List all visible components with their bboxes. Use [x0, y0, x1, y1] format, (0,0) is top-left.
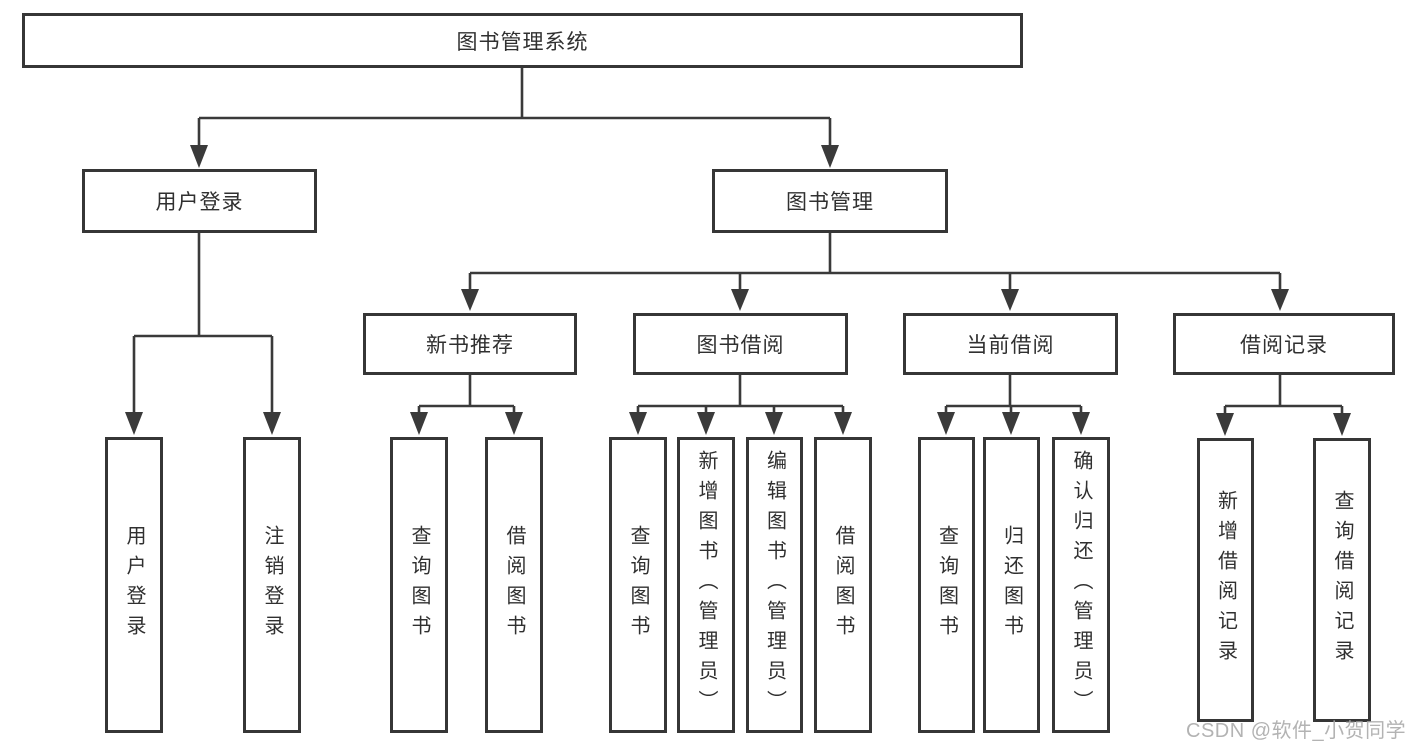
node-current-borrowing: 当前借阅	[903, 313, 1118, 375]
leaf-query-books-current: 查询图书	[918, 437, 975, 733]
connector-borrowing-records-children	[1216, 375, 1351, 436]
node-borrowing-records: 借阅记录	[1173, 313, 1395, 375]
arrow-head	[697, 412, 715, 435]
connector-root-to-level2	[190, 68, 839, 168]
node-label: 注销登录	[261, 525, 283, 645]
node-book-borrowing: 图书借阅	[633, 313, 848, 375]
leaf-logout: 注销登录	[243, 437, 301, 733]
leaf-edit-books-admin: 编辑图书（管理员）	[746, 437, 803, 733]
node-book-management: 图书管理	[712, 169, 948, 233]
node-label: 图书管理系统	[456, 30, 589, 54]
node-label: 借阅记录	[1240, 334, 1328, 357]
node-new-book-recommend: 新书推荐	[363, 313, 577, 375]
leaf-return-books: 归还图书	[983, 437, 1040, 733]
arrow-head	[263, 412, 281, 435]
leaf-add-books-admin: 新增图书（管理员）	[677, 437, 735, 733]
leaf-query-books-borrow: 查询图书	[609, 437, 667, 733]
arrow-head	[125, 412, 143, 435]
arrow-head	[410, 412, 428, 435]
node-label: 确认归还（管理员）	[1070, 450, 1092, 720]
arrow-head	[937, 412, 955, 435]
node-user-login: 用户登录	[82, 169, 317, 233]
leaf-query-borrow-record: 查询借阅记录	[1313, 438, 1371, 722]
node-label: 查询图书	[627, 525, 649, 645]
arrow-head	[190, 145, 208, 168]
node-label: 借阅图书	[832, 525, 854, 645]
connector-current-borrowing-children	[937, 375, 1090, 435]
arrow-head	[834, 412, 852, 435]
node-label: 用户登录	[123, 525, 145, 645]
node-label: 归还图书	[1000, 525, 1023, 645]
leaf-user-login: 用户登录	[105, 437, 163, 733]
leaf-borrow-books-recommend: 借阅图书	[485, 437, 543, 733]
connector-new-book-recommend-children	[410, 375, 523, 435]
node-label: 用户登录	[155, 191, 244, 214]
node-label: 查询借阅记录	[1331, 490, 1353, 670]
arrow-head	[1216, 413, 1234, 436]
arrow-head	[765, 412, 783, 435]
arrow-head	[1333, 413, 1351, 436]
arrow-head	[731, 289, 749, 311]
node-label: 编辑图书（管理员）	[763, 450, 786, 720]
leaf-add-borrow-record: 新增借阅记录	[1197, 438, 1254, 722]
arrow-head	[1271, 289, 1289, 311]
arrow-head	[821, 145, 839, 168]
node-label: 图书管理	[786, 191, 874, 214]
connector-user-login-children	[125, 233, 281, 435]
node-label: 新书推荐	[426, 334, 514, 357]
leaf-confirm-return-admin: 确认归还（管理员）	[1052, 437, 1110, 733]
node-label: 当前借阅	[966, 334, 1055, 357]
arrow-head	[1002, 412, 1020, 435]
node-library-management-system: 图书管理系统	[22, 13, 1023, 68]
node-label: 查询图书	[935, 525, 958, 645]
node-label: 新增图书（管理员）	[695, 450, 717, 720]
node-label: 图书借阅	[696, 334, 785, 357]
node-label: 新增借阅记录	[1214, 490, 1237, 670]
arrow-head	[1001, 289, 1019, 311]
arrow-head	[629, 412, 647, 435]
arrow-head	[461, 289, 479, 311]
node-label: 查询图书	[408, 525, 430, 645]
connector-book-borrowing-children	[629, 375, 852, 435]
arrow-head	[1072, 412, 1090, 435]
csdn-watermark: CSDN @软件_小贺同学	[1186, 720, 1405, 742]
node-label: 借阅图书	[503, 525, 525, 645]
leaf-query-books-recommend: 查询图书	[390, 437, 448, 733]
connector-book-management-children	[461, 233, 1289, 311]
arrow-head	[505, 412, 523, 435]
leaf-borrow-books: 借阅图书	[814, 437, 872, 733]
